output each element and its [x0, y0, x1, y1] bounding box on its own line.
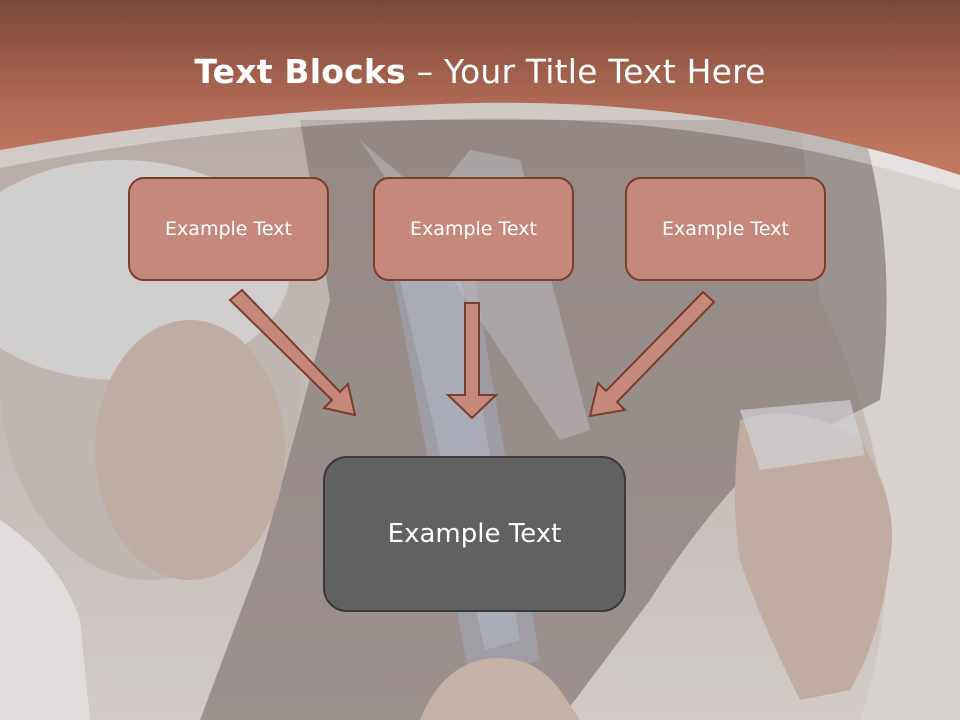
text-box-left[interactable]: Example Text [128, 177, 329, 281]
header-band [0, 0, 960, 190]
arrow-right [588, 290, 716, 418]
arrow-left [228, 288, 357, 417]
slide-title: Text Blocks – Your Title Text Here [0, 52, 960, 91]
text-box-middle-label: Example Text [410, 218, 537, 240]
title-bold: Text Blocks [194, 52, 406, 91]
text-box-right-label: Example Text [662, 218, 789, 240]
arrow-center [445, 302, 499, 420]
text-box-center-label: Example Text [387, 519, 562, 549]
title-rest: Your Title Text Here [443, 52, 766, 91]
text-box-left-label: Example Text [165, 218, 292, 240]
text-box-right[interactable]: Example Text [625, 177, 826, 281]
title-dash: – [405, 52, 444, 91]
text-box-middle[interactable]: Example Text [373, 177, 574, 281]
text-box-center[interactable]: Example Text [323, 456, 626, 612]
